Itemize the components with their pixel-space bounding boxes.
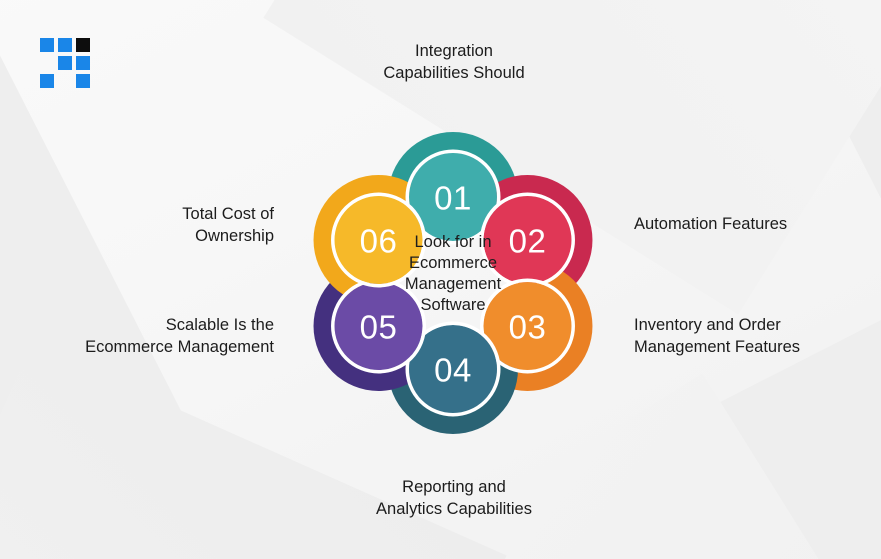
logo-cell-r1c1 bbox=[40, 38, 54, 52]
petal-number-03: 03 bbox=[509, 309, 547, 346]
petal-number-05: 05 bbox=[360, 309, 398, 346]
petal-badge-03[interactable]: 03 bbox=[479, 278, 575, 374]
petal-label-06: Total Cost of Ownership bbox=[182, 205, 274, 245]
center-title: Look for in Ecommerce Management Softwar… bbox=[404, 233, 502, 314]
petal-disc-01 bbox=[409, 153, 497, 241]
petal-diagram: 01 02 03 04 05 06 bbox=[266, 96, 640, 470]
brand-logo-icon bbox=[40, 38, 90, 88]
petal-disc-06 bbox=[334, 196, 423, 284]
logo-cell-r2c2 bbox=[58, 56, 72, 70]
petal-disc-05 bbox=[334, 282, 423, 370]
petal-white-ring-03 bbox=[479, 278, 575, 374]
logo-cell-r2c3 bbox=[76, 56, 90, 70]
logo-cell-r1c2 bbox=[58, 38, 72, 52]
petal-disc-04 bbox=[409, 325, 497, 413]
petal-badge-04[interactable]: 04 bbox=[405, 321, 501, 417]
petal-badge-06[interactable]: 06 bbox=[331, 192, 427, 288]
logo-cell-r3c3 bbox=[76, 74, 90, 88]
petal-white-ring-01 bbox=[405, 149, 501, 245]
petal-badge-01[interactable]: 01 bbox=[405, 149, 501, 245]
petal-white-ring-06 bbox=[331, 192, 427, 288]
petal-label-01: Integration Capabilities Should bbox=[383, 42, 525, 82]
petal-number-06: 06 bbox=[360, 223, 398, 260]
petal-badge-02[interactable]: 02 bbox=[479, 192, 575, 288]
petal-disc-03 bbox=[483, 282, 572, 370]
logo-cell-r2c1 bbox=[40, 56, 54, 70]
petal-number-04: 04 bbox=[434, 352, 472, 389]
logo-cell-r1c3 bbox=[76, 38, 90, 52]
petal-number-02: 02 bbox=[509, 223, 547, 260]
petal-label-03: Inventory and Order Management Features bbox=[634, 316, 801, 356]
petal-white-ring-04 bbox=[405, 321, 501, 417]
petal-label-04: Reporting and Analytics Capabilities bbox=[376, 478, 532, 518]
logo-cell-r3c1 bbox=[40, 74, 54, 88]
petal-label-05: Scalable Is the Ecommerce Management bbox=[85, 316, 274, 356]
petal-disc-02 bbox=[483, 196, 572, 284]
petal-number-01: 01 bbox=[434, 180, 472, 217]
logo-cell-r3c2 bbox=[58, 74, 72, 88]
petal-label-02: Automation Features bbox=[634, 215, 788, 233]
